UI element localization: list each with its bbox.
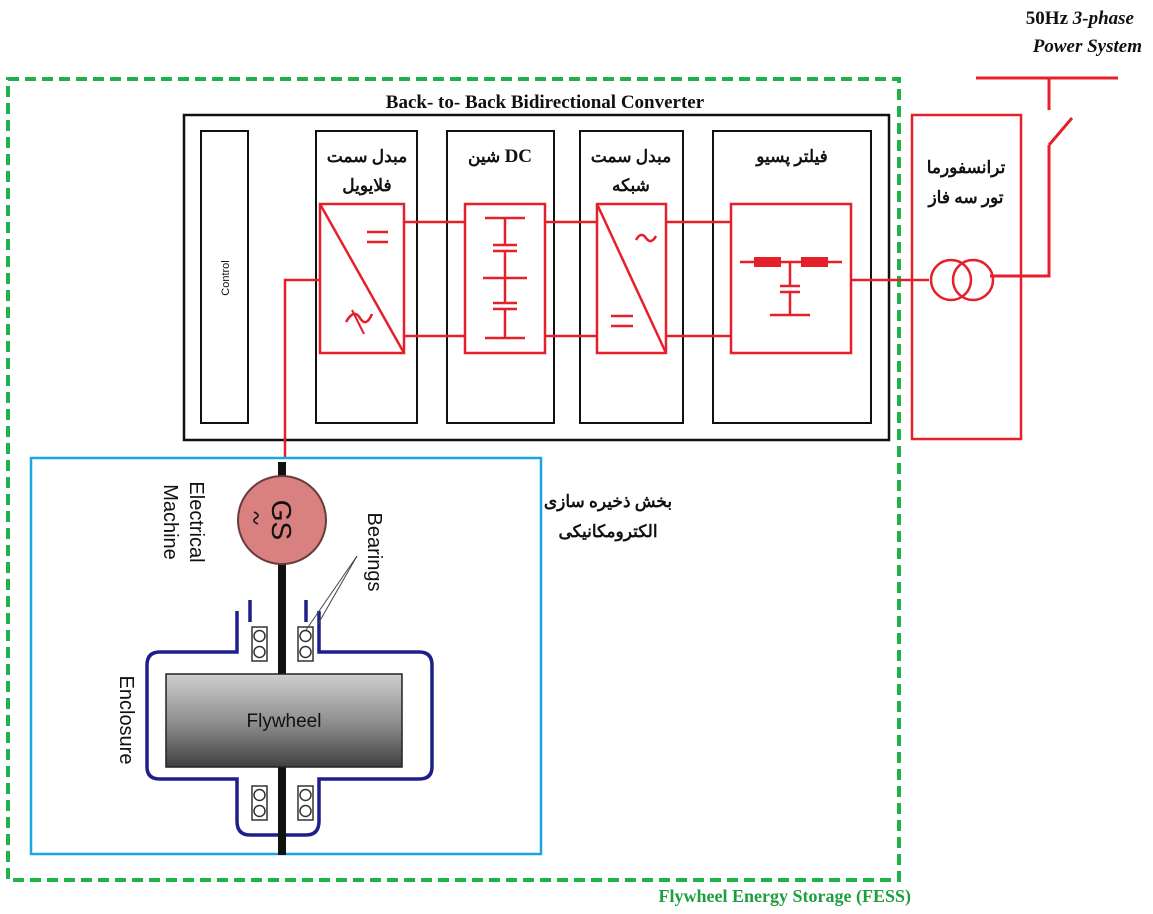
flywheel-converter-diagonal xyxy=(318,203,406,354)
storage-label-line2: الکترومکانیکی xyxy=(558,522,657,542)
gs-machine-circle xyxy=(237,475,327,565)
storage-label-line1: بخش ذخیره سازی xyxy=(544,492,672,512)
flywheel-side-converter-box xyxy=(315,130,418,424)
converter-to-gs-line xyxy=(283,278,320,458)
fess-boundary xyxy=(6,77,901,882)
passive-filter-box xyxy=(712,130,872,424)
passive-filter-symbol xyxy=(729,202,853,355)
grid-converter-symbol xyxy=(595,202,668,355)
grid-ac-symbol xyxy=(634,233,658,243)
flywheel-ac-symbol-slash xyxy=(351,309,365,335)
transformer-label-line1: ترانسفورما xyxy=(927,158,1006,178)
electrical-machine-label-line2: Machine xyxy=(159,484,181,560)
filter-inductors xyxy=(754,257,828,267)
transformer-label-line2: تور سه فاز xyxy=(926,188,1003,208)
dc-bus-symbol xyxy=(463,202,547,355)
power-system-connection xyxy=(976,76,1118,278)
flywheel-converter-symbol xyxy=(318,202,406,355)
converter-title: Back- to- Back Bidirectional Converter xyxy=(386,92,705,113)
passive-filter-label: فیلتر پسیو xyxy=(754,147,827,167)
control-label: Control xyxy=(220,260,232,295)
dc-bus-label: شین DC xyxy=(468,146,532,167)
bearings-group xyxy=(251,626,314,821)
gs-label: GS xyxy=(266,500,297,540)
control-block xyxy=(200,130,249,424)
power-system-title-line2: Power System xyxy=(1032,36,1142,57)
enclosure-label: Enclosure xyxy=(115,676,137,765)
converter-red-circuits xyxy=(283,202,929,458)
flywheel-label: Flywheel xyxy=(247,711,322,732)
power-system-title-line1: 50Hz 3-phase xyxy=(1026,8,1135,29)
grid-converter-diagonal xyxy=(595,203,668,354)
grid-side-label-line2: شبکه xyxy=(612,176,650,195)
breaker-switch xyxy=(1047,117,1074,146)
grid-side-label-line1: مبدل سمت xyxy=(591,147,672,166)
flywheel-side-label-line1: مبدل سمت xyxy=(327,147,408,166)
fess-label: Flywheel Energy Storage (FESS) xyxy=(659,886,911,907)
flywheel-ac-symbol xyxy=(344,312,374,324)
gs-ac-symbol xyxy=(253,511,259,525)
transformer-box xyxy=(910,113,1023,441)
grid-to-transformer-line xyxy=(990,145,1051,278)
transformer-symbol xyxy=(929,258,995,302)
bearings-label: Bearings xyxy=(363,513,385,592)
bearings-pointer xyxy=(305,555,358,631)
flywheel-side-label-line2: فلایویل xyxy=(342,176,391,196)
flywheel-disk xyxy=(165,673,403,768)
electrical-machine-label-line1: Electrical xyxy=(185,481,207,562)
